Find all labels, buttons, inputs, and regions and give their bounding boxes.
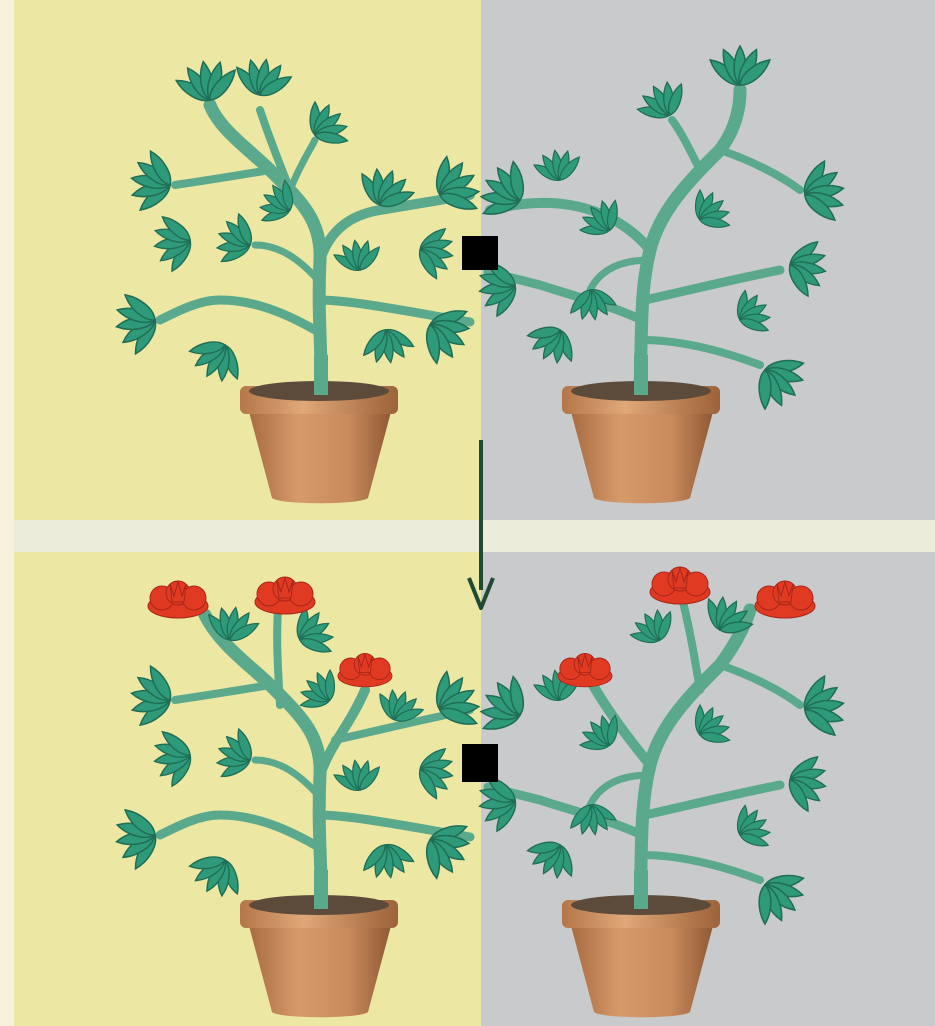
top-right-panel: [481, 0, 935, 520]
bottom-left-panel: [14, 552, 481, 1026]
divider-band: [14, 520, 935, 552]
graft-junction-top-icon: [462, 236, 498, 270]
graft-junction-bottom-icon: [462, 744, 498, 782]
bottom-right-panel: [481, 552, 935, 1026]
